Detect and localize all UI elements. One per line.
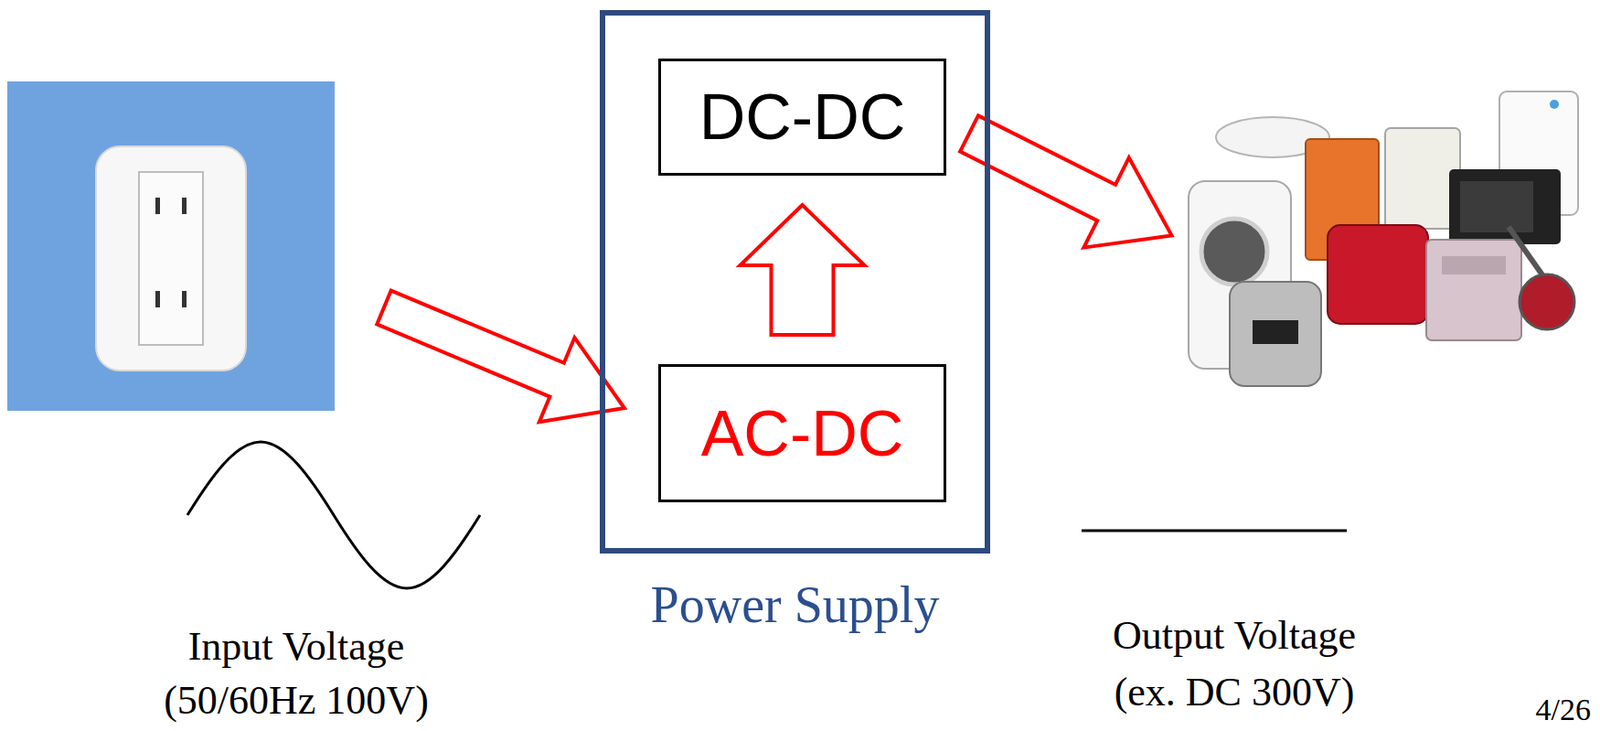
- sine-wave: [187, 441, 480, 588]
- kerosene-heater: [1426, 239, 1522, 341]
- hollow-arrow-connector: [740, 204, 865, 335]
- box-label: DC-DC: [699, 85, 907, 150]
- dc-line: [1081, 529, 1347, 533]
- outlet-background: [7, 81, 335, 411]
- vacuum-body: [1519, 274, 1575, 330]
- outlet-slot: [181, 290, 187, 308]
- box-label: AC-DC: [701, 401, 905, 466]
- purifier-light: [1549, 99, 1559, 109]
- microwave-window: [1460, 181, 1534, 233]
- converter-box: DC-DC: [658, 58, 947, 176]
- appliances: [1188, 91, 1579, 386]
- washer-door: [1201, 218, 1268, 285]
- voltage-label: (50/60Hz 100V): [163, 678, 429, 723]
- input-arrow: [366, 265, 643, 450]
- box-heading: Power Supply: [650, 578, 940, 630]
- outlet-slot: [155, 197, 160, 214]
- microwave: [1449, 169, 1561, 245]
- outlet-plate: [96, 146, 246, 371]
- hollow-arrow: [946, 88, 1195, 281]
- rice-cooker-steel: [1229, 281, 1322, 386]
- voltage-label: Output Voltage: [1112, 613, 1356, 658]
- outlet-face: [138, 171, 203, 345]
- bread-maker: [1385, 128, 1461, 229]
- voltage-label: (ex. DC 300V): [1114, 670, 1355, 715]
- vacuum-handle: [1508, 226, 1544, 277]
- rice-cooker: [1327, 224, 1429, 324]
- outlet-slot: [155, 290, 160, 308]
- page-number: 4/26: [1536, 692, 1591, 726]
- cooker-panel: [1252, 320, 1299, 344]
- heater-panel: [1441, 256, 1506, 275]
- power-supply-box: Power SupplyDC-DCAC-DC: [599, 10, 991, 554]
- converter-box: AC-DC: [658, 363, 947, 502]
- voltage-label: Input Voltage: [188, 624, 406, 669]
- outlet-slot: [181, 197, 187, 214]
- output-arrow: [946, 88, 1195, 281]
- hollow-arrow: [366, 265, 643, 450]
